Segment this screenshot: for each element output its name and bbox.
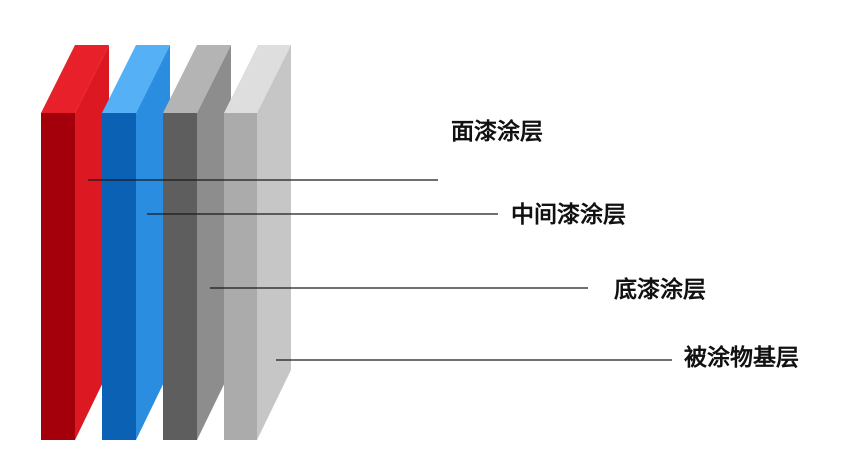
layer-substrate-side-face <box>257 45 291 440</box>
layer-midcoat-front-face <box>102 113 136 440</box>
layer-primer-top-face <box>163 45 231 113</box>
label-substrate: 被涂物基层 <box>684 345 799 371</box>
layer-topcoat-side-face <box>75 45 109 440</box>
layer-topcoat-top-face <box>41 45 109 113</box>
layer-substrate-top-face <box>224 45 291 113</box>
layer-midcoat <box>102 45 170 440</box>
label-primer: 底漆涂层 <box>614 277 706 303</box>
layer-topcoat <box>41 45 109 440</box>
layer-substrate <box>224 45 291 440</box>
label-midcoat: 中间漆涂层 <box>511 202 626 228</box>
layer-midcoat-side-face <box>136 45 170 440</box>
layer-midcoat-top-face <box>102 45 170 113</box>
layer-topcoat-front-face <box>41 113 75 440</box>
layer-primer-side-face <box>197 45 231 440</box>
label-topcoat: 面漆涂层 <box>451 119 543 145</box>
layer-substrate-front-face <box>224 113 257 440</box>
layer-primer-front-face <box>163 113 197 440</box>
layer-primer <box>163 45 231 440</box>
